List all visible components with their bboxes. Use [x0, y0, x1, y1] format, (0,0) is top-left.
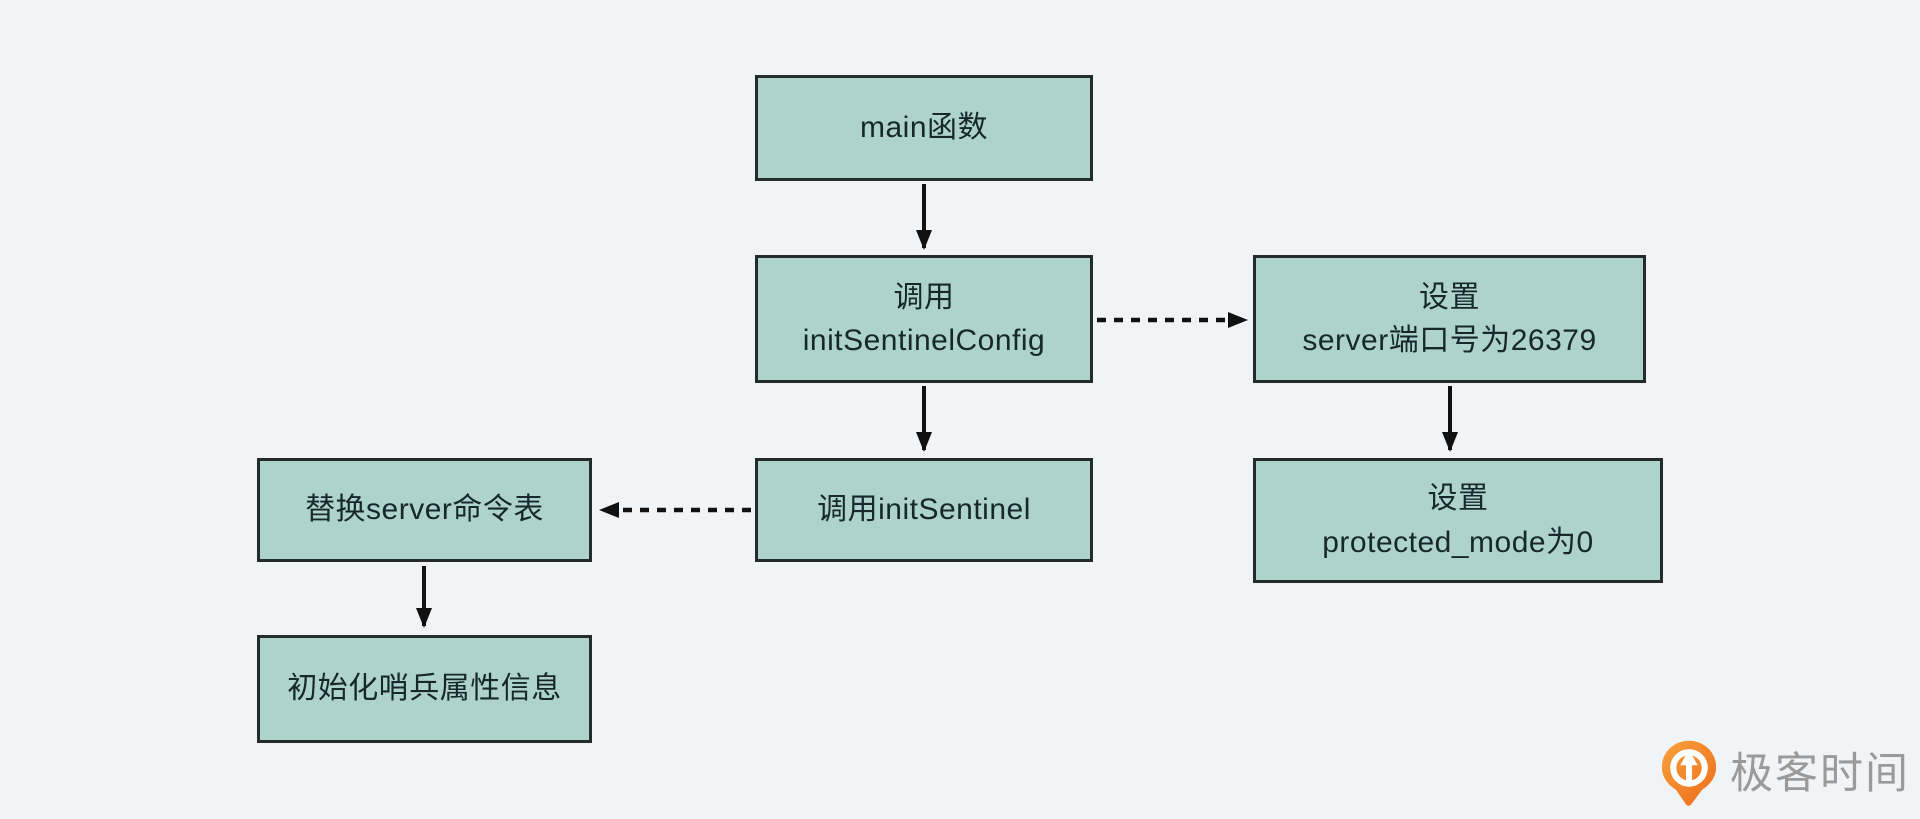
node-label-line: 调用 — [893, 280, 955, 314]
node-call-initsentinel: 调用initSentinel — [755, 458, 1093, 562]
node-call-initsentinelconfig: 调用 initSentinelConfig — [755, 255, 1093, 383]
node-label-line: main函数 — [859, 111, 989, 145]
node-label-line: 设置 — [1427, 482, 1489, 515]
node-label-line: protected_mode为0 — [1322, 525, 1594, 559]
geektime-logo-icon — [1661, 740, 1717, 806]
node-label-line: 初始化哨兵属性信息 — [287, 672, 562, 706]
node-set-protected-mode: 设置 protected_mode为0 — [1253, 458, 1663, 583]
node-replace-command-table: 替换server命令表 — [257, 458, 592, 562]
brand-name: 极客时间 — [1730, 749, 1910, 798]
node-label-line: server端口号为26379 — [1302, 324, 1597, 357]
node-set-server-port: 设置 server端口号为26379 — [1253, 255, 1646, 383]
node-label-line: 调用initSentinel — [817, 493, 1031, 527]
node-init-sentinel-state: 初始化哨兵属性信息 — [257, 635, 592, 743]
node-main-function: main函数 — [755, 75, 1093, 181]
node-label-line: 替换server命令表 — [305, 493, 544, 527]
node-label-line: 设置 — [1419, 280, 1480, 314]
node-label-line: initSentinelConfig — [802, 324, 1046, 357]
brand-logo: 极客时间 — [1660, 739, 1910, 809]
